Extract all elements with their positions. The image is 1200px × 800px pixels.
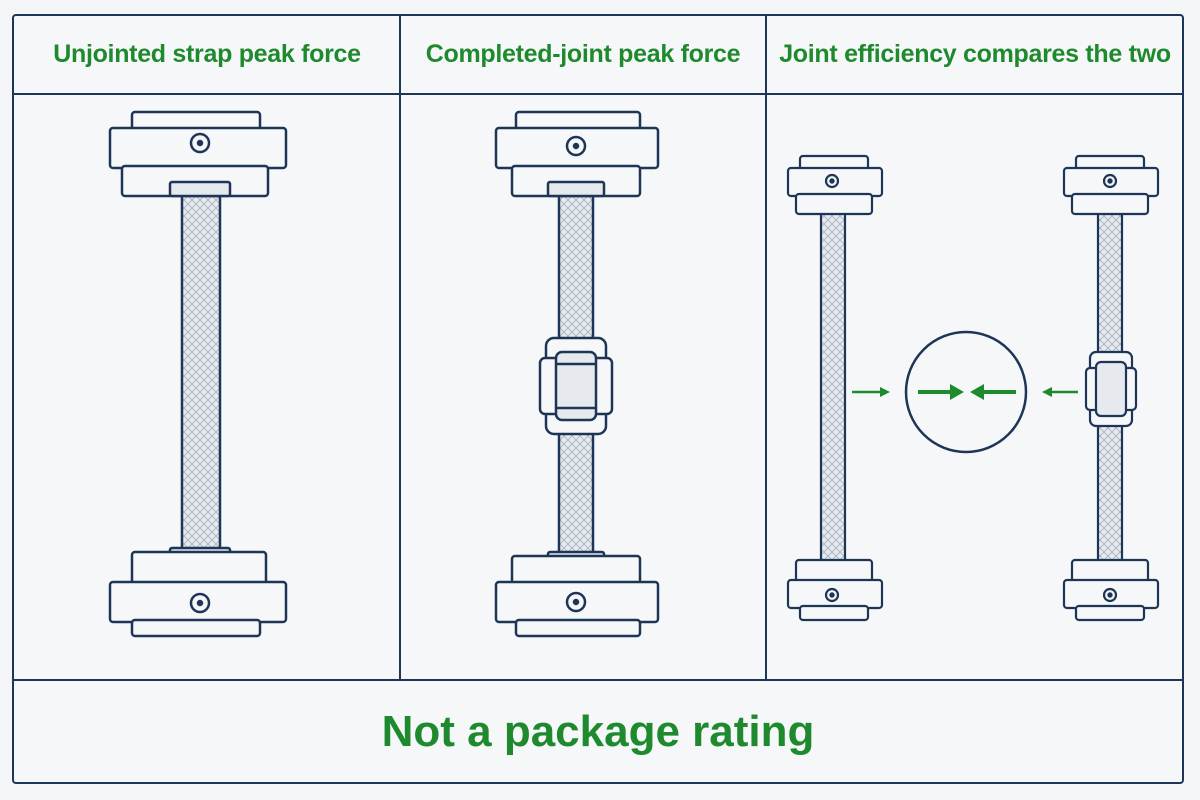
completed-joint-specimen <box>494 110 660 638</box>
panel-title-unjointed: Unjointed strap peak force <box>53 39 361 68</box>
woven-strap-icon <box>180 178 222 566</box>
tensile-grip-icon <box>108 110 288 198</box>
panel-title-completed-joint: Completed-joint peak force <box>425 39 741 68</box>
tensile-grip-icon <box>1062 154 1160 216</box>
footer-note: Not a package rating <box>381 707 815 756</box>
panel-title-joint-efficiency: Joint efficiency compares the two <box>779 39 1171 68</box>
woven-strap-icon <box>1096 418 1124 564</box>
panel-grid-lines <box>14 16 1184 681</box>
woven-strap-icon <box>819 208 847 564</box>
tensile-grip-icon <box>1062 558 1160 622</box>
tensile-grip-icon <box>494 550 660 638</box>
woven-strap-icon <box>1096 208 1124 360</box>
tensile-grip-icon <box>786 154 884 216</box>
comparison-unjointed-specimen <box>786 154 884 622</box>
strap-seal-joint-icon <box>538 336 614 436</box>
tensile-grip-icon <box>786 558 884 622</box>
strap-seal-joint-icon <box>1084 350 1138 428</box>
woven-strap-icon <box>557 422 595 568</box>
tensile-grip-icon <box>108 546 288 638</box>
comparison-arrows-icon <box>852 330 1078 454</box>
comparison-jointed-specimen <box>1062 154 1160 622</box>
tensile-grip-icon <box>494 110 660 198</box>
woven-strap-icon <box>557 178 595 344</box>
unjointed-strap-specimen <box>108 110 288 638</box>
